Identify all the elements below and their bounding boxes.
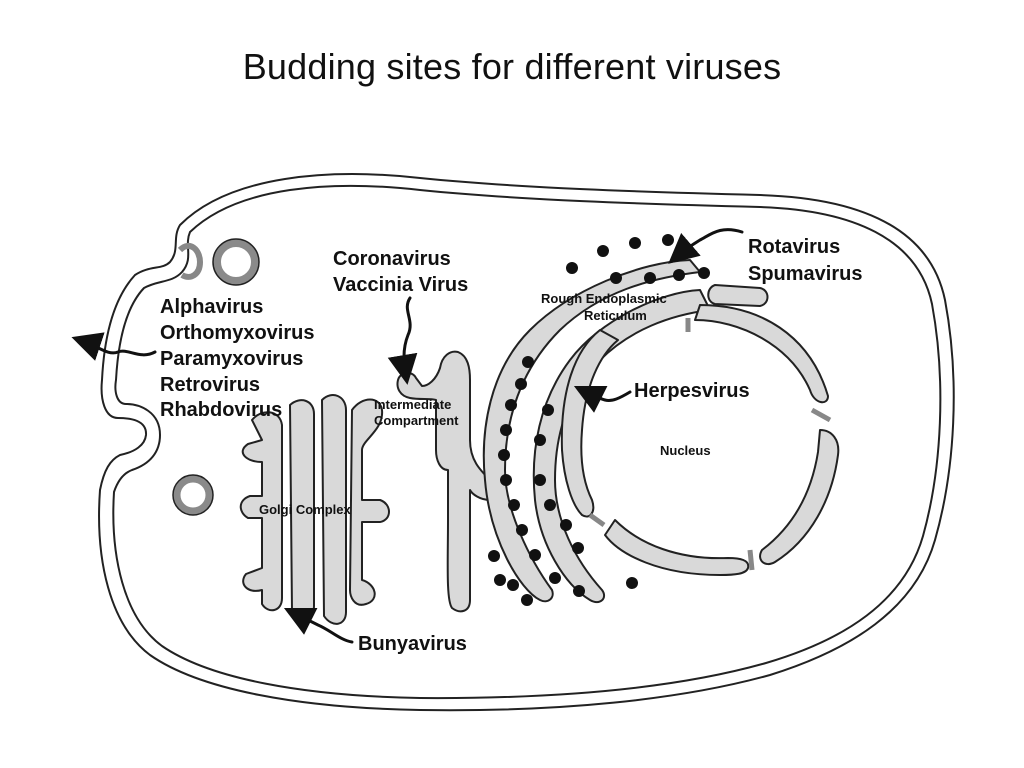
ribosome bbox=[544, 499, 556, 511]
golgi-cisterna bbox=[321, 394, 347, 625]
ribosome bbox=[566, 262, 578, 274]
arrow-herpesvirus bbox=[573, 385, 632, 413]
nuclear-envelope-segment bbox=[604, 519, 750, 576]
ribosome bbox=[516, 524, 528, 536]
arrow-bunyavirus bbox=[283, 607, 354, 644]
label-rough-er-line2: Reticulum bbox=[584, 308, 647, 323]
label-nucleus: Nucleus bbox=[660, 443, 711, 458]
ribosome bbox=[597, 245, 609, 257]
label-alphavirus: Alphavirus bbox=[160, 296, 263, 318]
golgi-cisterna bbox=[239, 411, 283, 612]
slide-title: Budding sites for different viruses bbox=[242, 46, 782, 87]
ribosome bbox=[573, 585, 585, 597]
ribosome bbox=[673, 269, 685, 281]
arrow-coronavirus bbox=[387, 296, 418, 385]
label-golgi: Golgi Complex bbox=[259, 502, 352, 517]
ribosome bbox=[549, 572, 561, 584]
ribosomes bbox=[488, 234, 710, 606]
ribosome bbox=[626, 577, 638, 589]
ribosome bbox=[542, 404, 554, 416]
golgi-cisterna bbox=[349, 398, 390, 606]
nuclear-pore bbox=[588, 512, 606, 528]
ribosome bbox=[500, 474, 512, 486]
ribosome bbox=[560, 519, 572, 531]
ribosome bbox=[534, 474, 546, 486]
ribosome bbox=[498, 449, 510, 461]
cell-membrane-outer bbox=[98, 173, 955, 712]
label-spumavirus: Spumavirus bbox=[748, 263, 862, 285]
nuclear-envelope-segment bbox=[560, 329, 619, 518]
label-intermediate-line2: Compartment bbox=[374, 413, 459, 428]
label-coronavirus: Coronavirus bbox=[333, 248, 451, 270]
intermediate-compartment bbox=[396, 350, 491, 613]
er-cisterna bbox=[707, 284, 769, 307]
ribosome bbox=[644, 272, 656, 284]
vesicle-lower bbox=[173, 475, 213, 515]
ribosome bbox=[488, 550, 500, 562]
arrow-rotavirus bbox=[668, 228, 744, 264]
ribosome bbox=[505, 399, 517, 411]
label-rhabdovirus: Rhabdovirus bbox=[160, 399, 282, 421]
vesicle-upper-inner bbox=[212, 238, 260, 286]
nuclear-pore bbox=[810, 407, 832, 423]
label-intermediate-line1: Intermediate bbox=[374, 397, 451, 412]
vesicle-upper bbox=[213, 239, 259, 285]
plasma-membrane-bud bbox=[177, 242, 204, 280]
ribosome bbox=[521, 594, 533, 606]
er-cisterna bbox=[482, 259, 701, 603]
ribosome bbox=[698, 267, 710, 279]
ribosome bbox=[507, 579, 519, 591]
ribosome bbox=[500, 424, 512, 436]
ribosome bbox=[494, 574, 506, 586]
label-orthomyxovirus: Orthomyxovirus bbox=[160, 322, 314, 344]
vesicle-lower-inner bbox=[172, 474, 214, 516]
ribosome bbox=[522, 356, 534, 368]
arrow-alphavirus-group bbox=[71, 332, 157, 361]
nucleus-envelope bbox=[560, 304, 840, 576]
cell-membrane-inner bbox=[112, 184, 942, 700]
label-vaccinia: Vaccinia Virus bbox=[333, 274, 468, 296]
ribosome bbox=[629, 237, 641, 249]
label-rough-er-line1: Rough Endoplasmic bbox=[541, 291, 667, 306]
ribosome bbox=[662, 234, 674, 246]
golgi-complex bbox=[239, 394, 390, 625]
ribosome bbox=[534, 434, 546, 446]
ribosome bbox=[515, 378, 527, 390]
nuclear-envelope-segment bbox=[694, 304, 829, 404]
label-bunyavirus: Bunyavirus bbox=[358, 633, 467, 655]
label-paramyxovirus: Paramyxovirus bbox=[160, 348, 303, 370]
ribosome bbox=[508, 499, 520, 511]
ribosome bbox=[610, 272, 622, 284]
ribosome bbox=[529, 549, 541, 561]
nuclear-envelope-segment bbox=[759, 429, 840, 566]
label-herpesvirus: Herpesvirus bbox=[634, 380, 750, 402]
ribosome bbox=[572, 542, 584, 554]
nuclear-pore bbox=[747, 549, 755, 571]
label-retrovirus: Retrovirus bbox=[160, 374, 260, 396]
label-rotavirus: Rotavirus bbox=[748, 236, 840, 258]
